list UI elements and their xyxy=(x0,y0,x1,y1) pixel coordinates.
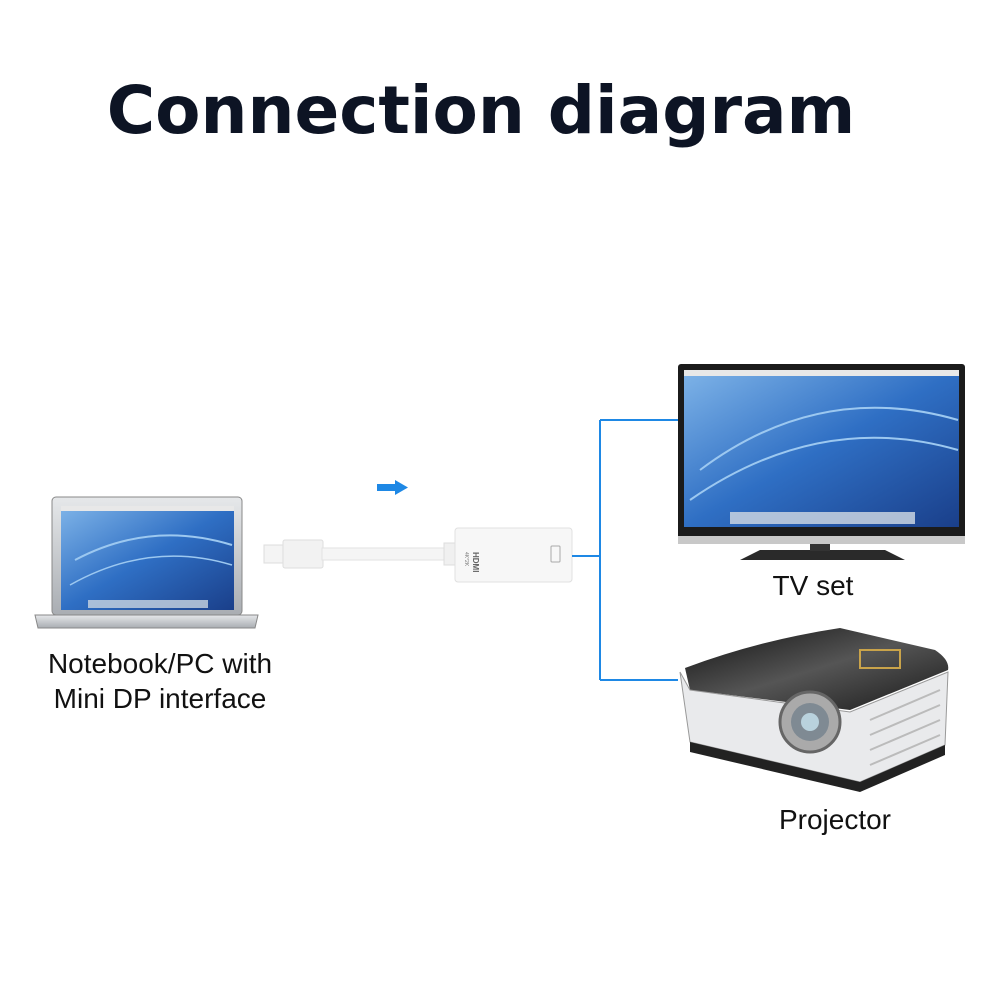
mini-dp-to-hdmi-adapter-image xyxy=(263,527,573,583)
notebook-label-line1: Notebook/PC with xyxy=(47,648,273,679)
laptop-image xyxy=(34,496,259,629)
tv-image xyxy=(678,364,965,560)
notebook-label-line2: Mini DP interface xyxy=(53,683,267,714)
adapter-sublabel: 4K*2K xyxy=(463,552,469,567)
diagram-title: Connection diagram xyxy=(106,72,856,149)
tv-label: TV set xyxy=(772,570,854,601)
notebook-label: Notebook/PC with Mini DP interface xyxy=(20,646,300,716)
connector-lines xyxy=(572,419,678,681)
adapter-label: HDMI xyxy=(471,552,480,572)
projector-label: Projector xyxy=(778,804,892,835)
projector-image xyxy=(679,628,949,792)
arrow-right-icon xyxy=(377,480,408,495)
